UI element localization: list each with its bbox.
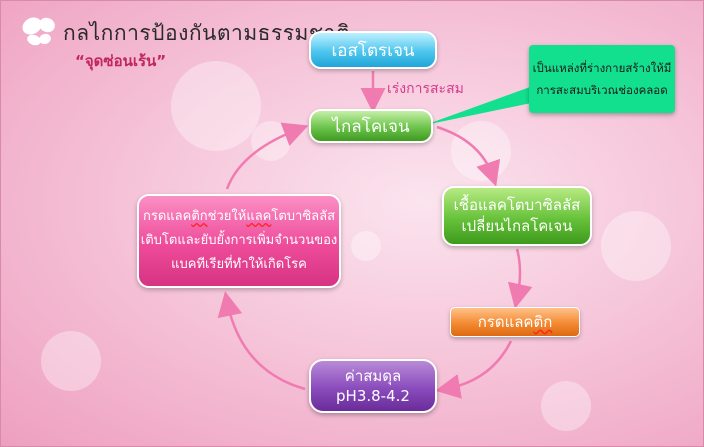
effect-text: ช่วยให้ — [207, 209, 247, 224]
butterfly-icon — [22, 17, 55, 46]
node-lactic-acid: กรดแลคติก — [450, 307, 580, 337]
arrow-ph-to-cycle — [217, 291, 306, 391]
label-accelerate-accumulation: เร่งการสะสม — [387, 81, 464, 97]
node-effect-line-2: เติบโตและยับยั้งการเพิ่มจำนวนของ — [140, 233, 338, 248]
node-glycogen-label: ไกลโคเจน — [332, 116, 410, 137]
arrow-bacteria-to-lactic — [507, 248, 533, 309]
node-effect-line-1: กรดแลคติกช่วยให้แลคโตบาซิลลัส — [141, 205, 338, 229]
arrow-lactic-to-ph — [435, 340, 513, 399]
effect-text: โตบาซิลลัส — [271, 209, 336, 224]
node-ph-line-2: pH3.8-4.2 — [336, 387, 410, 405]
node-lactobacillus: เชื้อแลคโตบาซิลลัส เปลี่ยนไกลโคเจน — [442, 186, 592, 246]
node-effect-line-3: แบคทีเรียที่ทำให้เกิดโรค — [171, 257, 307, 272]
page-subtitle: “จุดซ่อนเร้น” — [75, 52, 167, 70]
arrow-glycogen-to-bacteria — [436, 125, 501, 187]
callout-line-2: การสะสมบริเวณช่องคลอด — [536, 83, 668, 97]
arrow-cycle-to-glycogen — [225, 122, 309, 190]
callout-line-1: เป็นแหล่งที่ร่างกายสร้างให้มี — [532, 61, 672, 75]
effect-text: แลค — [246, 209, 272, 224]
node-glycogen: ไกลโคเจน — [309, 109, 433, 143]
callout-pointer — [425, 83, 541, 125]
decor-bubble — [171, 61, 261, 151]
callout-note: เป็นแหล่งที่ร่างกายสร้างให้มี การสะสมบริ… — [529, 45, 675, 113]
node-lactobacillus-line-2: เปลี่ยนไกลโคเจน — [461, 217, 573, 235]
node-ph-line-1: ค่าสมดุล — [344, 367, 402, 385]
node-estrogen-label: เอสโตรเจน — [331, 40, 415, 61]
decor-bubble — [601, 211, 671, 281]
node-lactobacillus-line-1: เชื้อแลคโตบาซิลลัส — [453, 196, 581, 214]
effect-text: กรดแลค — [142, 209, 192, 224]
node-estrogen: เอสโตรเจน — [309, 31, 437, 69]
decor-bubble — [351, 231, 381, 261]
decor-bubble — [41, 331, 101, 391]
node-ph-balance: ค่าสมดุล pH3.8-4.2 — [309, 359, 437, 413]
node-lactic-acid-suffix: ติก — [533, 313, 553, 331]
node-lactic-acid-effect: กรดแลคติกช่วยให้แลคโตบาซิลลัส เติบโตและย… — [137, 194, 341, 288]
page-title: กลไกการป้องกันตามธรรมชาติ — [63, 21, 351, 45]
decor-bubble — [541, 381, 591, 431]
effect-text: ติก — [191, 209, 208, 224]
node-lactic-acid-prefix: กรดแลค — [477, 313, 534, 331]
